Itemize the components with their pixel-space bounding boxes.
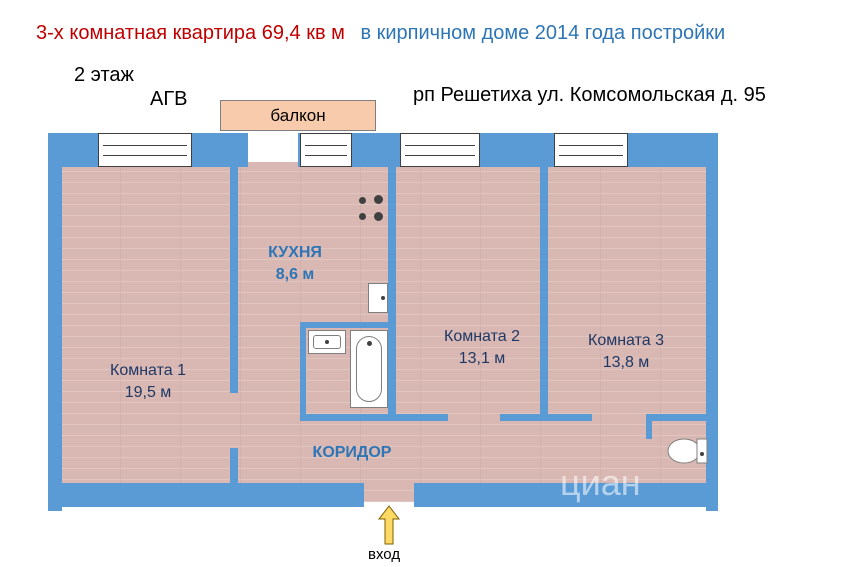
room3-name: Комната 3 [588,332,664,349]
wall-room2-room3 [540,167,548,417]
window-room3 [554,133,628,167]
room1-label: Комната 1 19,5 м [100,360,196,404]
wall-kitchen-room2 [388,167,396,417]
entry-label: вход [368,546,401,563]
wall-bathroom-left [300,322,306,420]
watermark-logo: циан [560,462,641,503]
wall-toilet-top [646,414,706,421]
title-apartment: 3-х комнатная квартира 69,4 кв м [36,22,345,44]
stove-icon [354,192,390,228]
plan-title: 3-х комнатная квартира 69,4 кв м в кирпи… [36,22,735,45]
wall-bottom-left [62,483,364,507]
heating-label: АГВ [150,88,188,110]
entry-arrow-icon [377,505,401,545]
corridor-label: КОРИДОР [312,444,392,461]
room3-label: Комната 3 13,8 м [576,330,676,374]
wall-room2-bottom [500,414,592,421]
room1-name: Комната 1 [110,362,186,379]
kitchen-label: КУХНЯ 8,6 м [250,242,340,286]
wall-bottom-right [414,483,718,507]
wall-toilet-left [646,421,652,439]
title-building: в кирпичном доме 2014 года постройки [360,22,726,44]
window-room2 [400,133,480,167]
floor-label: 2 этаж [74,64,134,86]
balcony: балкон [220,100,376,131]
sink-icon [368,283,388,313]
wall-left [48,133,62,511]
toilet-icon [666,436,710,466]
room2-area: 13,1 м [458,350,506,367]
wall-room1-kitchen [230,167,238,393]
wall-bathroom-top [300,322,388,328]
window-room1 [98,133,192,167]
bathroom-sink-icon [308,330,346,354]
kitchen-name: КУХНЯ [268,244,322,261]
room2-label: Комната 2 13,1 м [432,326,532,370]
wall-top-right [298,133,718,167]
room2-name: Комната 2 [444,328,520,345]
wall-bathroom-bottom [300,414,448,421]
window-kitchen [300,133,352,167]
address-label: рп Решетиха ул. Комсомольская д. 95 [413,84,766,106]
bathtub-icon [350,330,388,408]
kitchen-area: 8,6 м [275,266,315,283]
room1-area: 19,5 м [124,384,172,401]
wall-room1-corridor [230,448,238,483]
room3-area: 13,8 м [602,354,650,371]
wall-right [706,133,718,511]
